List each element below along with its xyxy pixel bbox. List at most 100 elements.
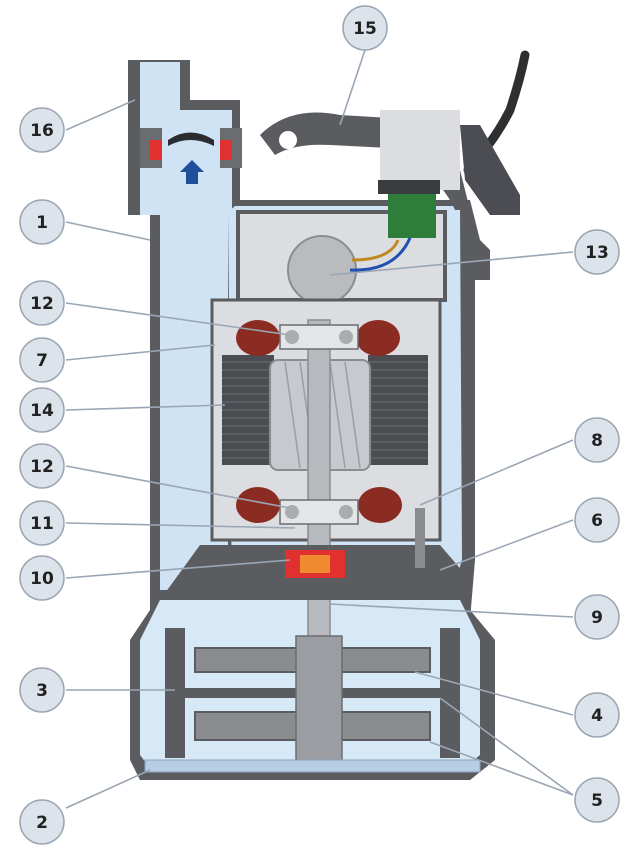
handle-grip bbox=[380, 110, 460, 190]
callout-circle bbox=[574, 229, 620, 275]
flow-arrow-icon bbox=[180, 160, 204, 184]
wiring bbox=[351, 239, 400, 262]
callout-number: 5 bbox=[591, 791, 603, 811]
callout-badge-c11: 11 bbox=[19, 500, 65, 546]
winding-bottom-left bbox=[236, 487, 280, 523]
callout-circle bbox=[19, 555, 65, 601]
leader-5b bbox=[429, 741, 574, 796]
terminal-block bbox=[388, 188, 436, 238]
callout-circle bbox=[574, 417, 620, 463]
callout-badge-c15: 15 bbox=[342, 5, 388, 51]
callout-badge-c14: 14 bbox=[19, 387, 65, 433]
callout-badge-c12b: 12 bbox=[19, 443, 65, 489]
valve-flap bbox=[168, 132, 214, 146]
stator-lines bbox=[222, 361, 428, 459]
callout-badge-c16: 16 bbox=[19, 107, 65, 153]
winding-top-left bbox=[236, 320, 280, 356]
leader-11 bbox=[65, 522, 296, 529]
callout-number: 8 bbox=[591, 431, 603, 451]
impeller-lower-left bbox=[194, 711, 301, 741]
callout-circle bbox=[574, 497, 620, 543]
impeller-stages bbox=[144, 628, 481, 773]
leader-2 bbox=[65, 769, 151, 809]
valve-seal-right bbox=[220, 140, 232, 160]
callout-number: 7 bbox=[36, 351, 48, 371]
leader-6 bbox=[439, 519, 574, 571]
callout-number: 9 bbox=[591, 608, 603, 628]
callout-circle bbox=[19, 443, 65, 489]
callout-number: 12 bbox=[30, 457, 54, 477]
callout-badge-c4: 4 bbox=[574, 692, 620, 738]
callout-number: 15 bbox=[353, 19, 377, 39]
winding-top-right bbox=[356, 320, 400, 356]
callout-circle bbox=[19, 500, 65, 546]
callout-badge-c7: 7 bbox=[19, 337, 65, 383]
bearing-bottom-ball-right bbox=[339, 505, 353, 519]
bearings bbox=[279, 324, 359, 525]
callout-badge-c1: 1 bbox=[19, 199, 65, 245]
winding-bottom-right bbox=[358, 487, 402, 523]
check-valve bbox=[140, 128, 242, 184]
leader-12a bbox=[65, 302, 291, 336]
impeller-upper-right bbox=[337, 647, 431, 673]
callout-badge-c5: 5 bbox=[574, 777, 620, 823]
discharge-pipe-water bbox=[140, 62, 232, 590]
screw-right bbox=[415, 508, 425, 568]
stator bbox=[222, 355, 428, 465]
leader-9 bbox=[329, 603, 574, 618]
callout-number: 4 bbox=[591, 706, 603, 726]
callout-circle bbox=[19, 280, 65, 326]
handle bbox=[260, 110, 470, 210]
leader-7 bbox=[65, 344, 216, 361]
leader-13 bbox=[329, 251, 574, 276]
leader-12b bbox=[65, 465, 291, 509]
leader-5a bbox=[439, 697, 574, 796]
callout-circle bbox=[574, 692, 620, 738]
callout-number: 12 bbox=[30, 294, 54, 314]
callout-circle bbox=[574, 777, 620, 823]
callout-number: 16 bbox=[30, 121, 54, 141]
callout-badge-c2: 2 bbox=[19, 799, 65, 845]
callout-circle bbox=[19, 667, 65, 713]
leader-8 bbox=[419, 439, 574, 506]
callout-badge-c9: 9 bbox=[574, 594, 620, 640]
leader-15 bbox=[339, 49, 366, 126]
callout-badge-c8: 8 bbox=[574, 417, 620, 463]
callout-badge-c10: 10 bbox=[19, 555, 65, 601]
mechanical-seal-core bbox=[300, 555, 330, 573]
callout-circle bbox=[19, 199, 65, 245]
callout-circle bbox=[342, 5, 388, 51]
lower-housing bbox=[160, 508, 470, 600]
impeller-hub bbox=[295, 635, 343, 767]
leader-16 bbox=[65, 99, 136, 131]
leader-4 bbox=[414, 671, 574, 716]
callout-number: 13 bbox=[585, 243, 609, 263]
inlet-screen bbox=[144, 759, 481, 773]
callout-number: 14 bbox=[30, 401, 54, 421]
callout-number: 2 bbox=[36, 813, 48, 833]
leader-1 bbox=[65, 221, 151, 241]
bearing-top-ball-right bbox=[339, 330, 353, 344]
capacitor bbox=[287, 235, 357, 305]
callout-circle bbox=[574, 594, 620, 640]
callout-number: 6 bbox=[591, 511, 603, 531]
callout-badge-c12a: 12 bbox=[19, 280, 65, 326]
callout-circle bbox=[19, 337, 65, 383]
callout-circle bbox=[19, 387, 65, 433]
terminal-block-top bbox=[378, 180, 440, 194]
callout-circle bbox=[19, 799, 65, 845]
leader-10 bbox=[65, 559, 291, 579]
callout-number: 11 bbox=[30, 514, 54, 534]
callout-circle bbox=[19, 107, 65, 153]
impeller-lower-right bbox=[337, 711, 431, 741]
valve-seal-left bbox=[150, 140, 162, 160]
callout-badge-c3: 3 bbox=[19, 667, 65, 713]
callout-number: 3 bbox=[36, 681, 48, 701]
callout-number: 1 bbox=[36, 213, 48, 233]
callout-badge-c6: 6 bbox=[574, 497, 620, 543]
leader-14 bbox=[65, 404, 226, 411]
callout-badge-c13: 13 bbox=[574, 229, 620, 275]
